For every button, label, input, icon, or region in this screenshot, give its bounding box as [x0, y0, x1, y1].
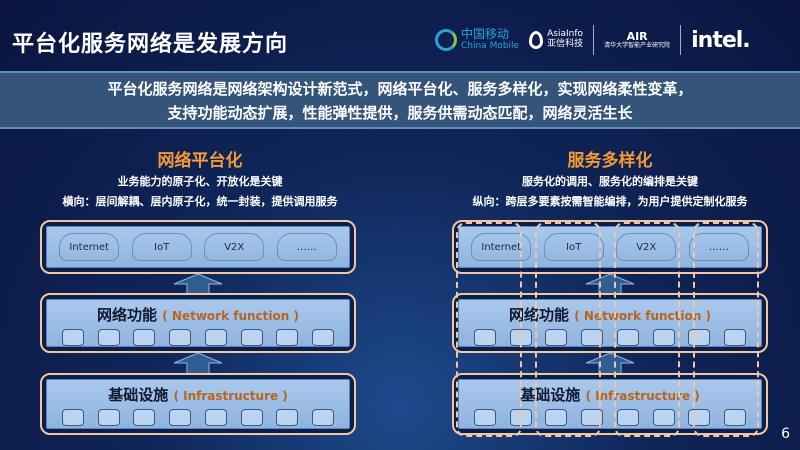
left-subtitle-2: 横向：层间解耦、层内原子化，统一封装，提供调用服务 — [62, 195, 338, 208]
function-block — [652, 329, 675, 346]
network-function-layer: 网络功能 ( Network function ) — [452, 293, 768, 353]
divider — [680, 25, 682, 55]
up-arrow-icon — [173, 352, 223, 374]
service-layer: Internet IoT V2X …… — [40, 220, 356, 274]
service-layer: Internet IoT V2X …… — [452, 220, 768, 274]
service-cloud: IoT — [543, 233, 604, 261]
service-cloud: Internet — [59, 233, 120, 261]
page-number: 6 — [781, 426, 790, 442]
function-block — [545, 329, 568, 346]
function-block — [312, 329, 335, 346]
function-block — [581, 329, 604, 346]
left-subtitle-1: 业务能力的原子化、开放化是关键 — [117, 175, 283, 188]
intel-logo: intel. — [691, 27, 751, 53]
service-orchestration-column — [614, 222, 680, 437]
function-block — [133, 329, 156, 346]
service-cloud: Internet — [471, 233, 532, 261]
function-block — [616, 329, 639, 346]
function-block — [169, 409, 192, 426]
function-block — [545, 409, 568, 426]
function-block — [724, 329, 747, 346]
function-block — [204, 409, 227, 426]
function-block — [312, 409, 335, 426]
summary-banner: 平台化服务网络是网络架构设计新范式，网络平台化、服务多样化，实现网络柔性变革， … — [0, 71, 800, 129]
infrastructure-layer: 基础设施 ( Infrastructure ) — [452, 373, 768, 435]
right-subtitle-2: 纵向：跨层多要素按需智能编排，为用户提供定制化服务 — [472, 195, 748, 208]
up-arrow-icon — [173, 273, 223, 295]
layer-label: 网络功能 — [509, 306, 570, 324]
layer-label-en: ( Network function ) — [574, 309, 711, 323]
layer-label-en: ( Infrastructure ) — [173, 389, 288, 403]
up-arrow-icon — [585, 273, 635, 295]
function-block — [581, 409, 604, 426]
service-orchestration-column — [693, 222, 759, 437]
function-block — [204, 329, 227, 346]
layer-label: 网络功能 — [97, 306, 158, 324]
layer-label-en: ( Network function ) — [162, 309, 299, 323]
function-block — [473, 409, 496, 426]
function-block — [133, 409, 156, 426]
function-block — [276, 409, 299, 426]
function-block — [61, 329, 84, 346]
right-subtitle-1: 服务化的调用、服务化的编排是关键 — [522, 175, 698, 188]
function-block — [616, 409, 639, 426]
function-block — [61, 409, 84, 426]
left-section-title: 网络平台化 — [157, 151, 243, 171]
function-block — [652, 409, 675, 426]
function-block — [240, 409, 263, 426]
service-cloud: IoT — [131, 233, 192, 261]
service-orchestration-column — [456, 222, 522, 437]
function-block — [724, 409, 747, 426]
service-cloud: V2X — [616, 233, 677, 261]
service-cloud: …… — [688, 233, 749, 261]
function-block — [240, 329, 263, 346]
divider — [593, 25, 595, 55]
infrastructure-layer: 基础设施 ( Infrastructure ) — [40, 373, 356, 435]
banner-line: 支持功能动态扩展，性能弹性提供，服务供需动态匹配，网络灵活生长 — [167, 104, 633, 122]
network-function-layer: 网络功能 ( Network function ) — [40, 293, 356, 353]
up-arrow-icon — [585, 352, 635, 374]
slide-title: 平台化服务网络是发展方向 — [12, 32, 289, 57]
right-section-title: 服务多样化 — [567, 151, 653, 171]
service-cloud: V2X — [204, 233, 265, 261]
function-block — [276, 329, 299, 346]
function-block — [169, 329, 192, 346]
function-block — [97, 409, 120, 426]
function-block — [97, 329, 120, 346]
layer-label: 基础设施 — [108, 386, 169, 404]
service-orchestration-column — [535, 222, 601, 437]
function-block — [473, 329, 496, 346]
banner-line: 平台化服务网络是网络架构设计新范式，网络平台化、服务多样化，实现网络柔性变革， — [107, 80, 693, 98]
service-cloud: …… — [276, 233, 337, 261]
